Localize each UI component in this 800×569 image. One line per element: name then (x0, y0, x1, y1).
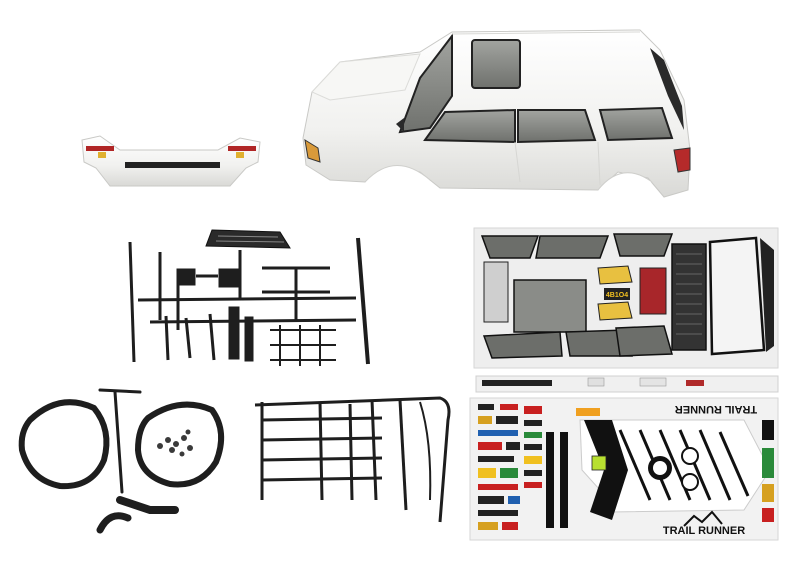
plate-text: 4B1O4 (606, 292, 628, 299)
decal-brand-small: TRAIL RUNNER (663, 525, 745, 537)
parts-tree-flares (18, 388, 225, 534)
decal-sheet-graphics: TRAIL RUNNER TRAIL RUNNER (469, 397, 779, 541)
parts-tree-accessories (128, 229, 370, 366)
front-bumper (81, 135, 261, 187)
decal-brand-big: TRAIL RUNNER (675, 403, 757, 415)
parts-tree-rollcage (254, 396, 451, 523)
body-shell (302, 29, 691, 198)
decal-sheet-windows: 4B1O4 (473, 227, 779, 393)
